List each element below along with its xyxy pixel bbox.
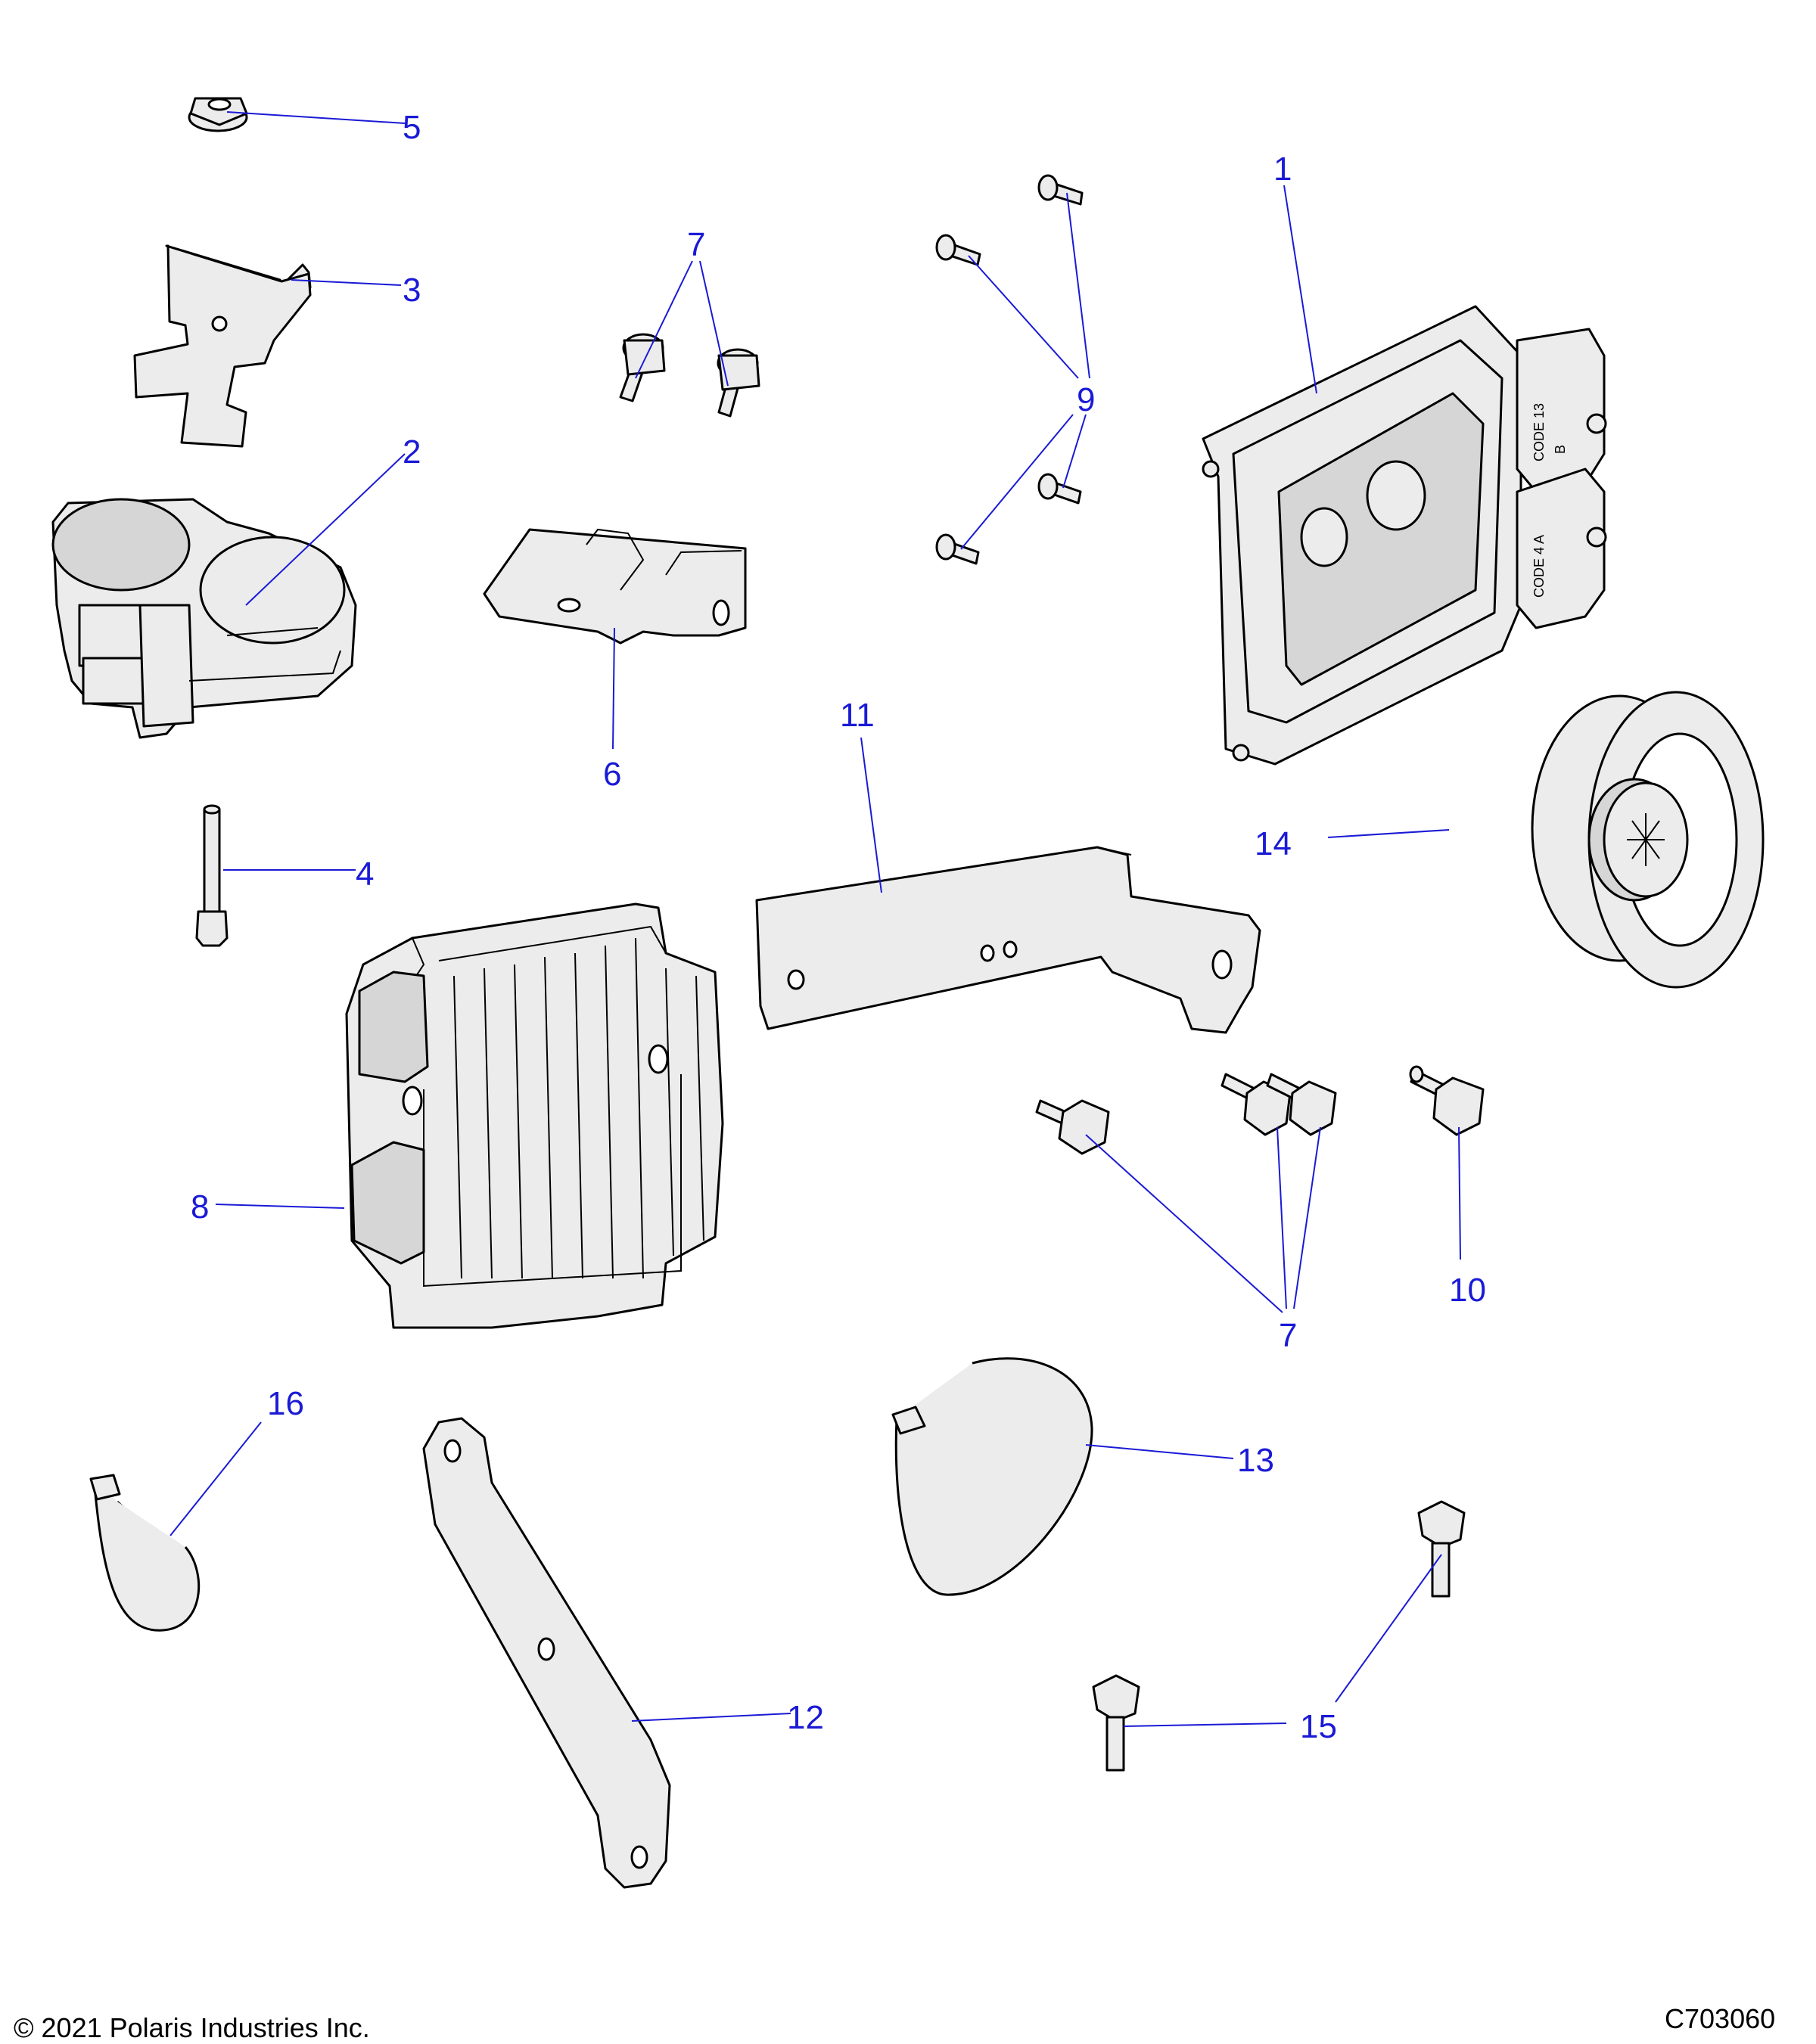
part-4-bolt <box>195 804 229 947</box>
callout-4: 4 <box>356 856 374 893</box>
callout-13: 13 <box>1237 1442 1274 1479</box>
callout-11: 11 <box>840 697 875 734</box>
part-14-grommet <box>1531 691 1765 989</box>
part-7-bolts-lower <box>1035 1073 1337 1155</box>
callout-6: 6 <box>603 756 621 793</box>
part-3-bracket <box>133 244 312 448</box>
part-2-ignition-coil <box>51 498 357 739</box>
callout-7-top: 7 <box>687 226 705 263</box>
callout-16: 16 <box>267 1385 304 1422</box>
diagram-reference-code: C703060 <box>1665 2003 1776 2034</box>
callout-10: 10 <box>1449 1272 1486 1309</box>
part-7-bolts-top <box>619 333 760 418</box>
part-9-bolts <box>935 174 1084 565</box>
callout-3: 3 <box>403 272 421 309</box>
callout-7-lower: 7 <box>1279 1317 1297 1354</box>
copyright-text: © 2021 Polaris Industries Inc. <box>14 2012 370 2043</box>
part-15-bolts <box>1092 1500 1466 1772</box>
ecu-code-label-2: CODE 4 A <box>1531 535 1547 598</box>
callout-1: 1 <box>1273 151 1292 188</box>
callout-14: 14 <box>1255 825 1292 862</box>
part-12-bracket <box>422 1417 671 1889</box>
part-11-bracket <box>755 846 1261 1034</box>
callout-12: 12 <box>787 1699 824 1736</box>
part-13-cable-tie <box>891 1357 1093 1596</box>
part-8-regulator <box>345 902 724 1329</box>
part-1-ecu: CODE 13 CODE 4 A B <box>1202 305 1607 766</box>
leader-lines <box>169 111 1461 1727</box>
callout-2: 2 <box>403 433 421 471</box>
callout-15: 15 <box>1300 1708 1337 1745</box>
ecu-code-label-3: B <box>1553 445 1568 454</box>
part-5-nut <box>188 97 248 132</box>
callout-labels: 5 3 7 9 1 2 6 11 14 4 8 10 7 16 13 12 15 <box>191 109 1486 1745</box>
callout-5: 5 <box>403 109 421 146</box>
part-10-bolt <box>1409 1065 1485 1136</box>
part-6-bracket <box>483 528 747 645</box>
part-16-cable-tie <box>89 1474 201 1632</box>
callout-9: 9 <box>1077 381 1095 418</box>
callout-8: 8 <box>191 1188 209 1225</box>
ecu-code-label-1: CODE 13 <box>1531 403 1547 461</box>
